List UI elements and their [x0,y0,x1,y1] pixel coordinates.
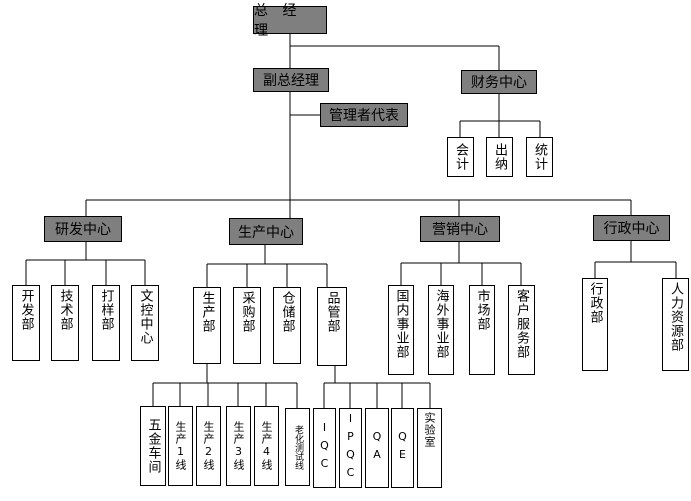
production-line: 生产4线 [254,406,279,486]
marketing-center-box: 营销中心 [420,216,500,242]
production-unit-label: 采购部 [239,291,255,333]
marketing-unit-label: 国内事业部 [393,289,409,359]
admin-unit-label: 人力资源部 [668,282,683,352]
production-center-label: 生产中心 [238,224,294,241]
rd-unit: 开发部 [12,285,40,361]
finance-unit: 出纳 [486,137,513,177]
rd-unit-label: 开发部 [18,289,34,331]
vice-gm-box: 副总经理 [253,68,329,92]
marketing-center-label: 营销中心 [432,222,488,238]
production-unit-label: 仓储部 [279,291,295,333]
marketing-unit-label: 客户服务部 [514,289,529,359]
rd-unit: 打样部 [92,285,120,361]
quality-unit-label: IQC [318,421,331,475]
quality-unit-label: QE [396,430,409,466]
admin-unit-label: 行政部 [587,282,603,324]
production-line-label: 生产1线 [174,421,187,471]
gm-label: 总 经 理 [254,3,302,39]
finance-unit-label: 会计 [453,143,468,171]
rd-unit-label: 技术部 [57,289,73,331]
rd-center-label: 研发中心 [55,222,111,238]
finance-unit-label: 统计 [532,143,547,171]
marketing-unit: 国内事业部 [388,285,414,375]
gm-box: 总 经 理 [253,3,327,39]
quality-unit: IQC [313,408,336,488]
production-center-box: 生产中心 [229,218,303,245]
production-unit: 生产部 [193,287,221,364]
production-line-label: 生产2线 [202,421,215,471]
marketing-unit: 海外事业部 [428,285,454,375]
admin-unit: 人力资源部 [662,278,689,371]
rd-unit: 技术部 [51,285,79,361]
production-line-label: 五金车间 [145,418,161,474]
production-unit-label: 生产部 [199,291,215,333]
finance-label: 财务中心 [471,75,527,91]
production-line: 生产2线 [196,406,221,486]
production-line-label: 老化测试线 [293,424,303,470]
marketing-unit-label: 海外事业部 [433,289,449,359]
marketing-unit: 客户服务部 [508,285,535,375]
production-line-label: 生产4线 [260,421,273,471]
admin-center-box: 行政中心 [593,215,670,241]
production-unit: 品管部 [317,287,347,366]
rd-center-box: 研发中心 [44,216,122,242]
admin-center-label: 行政中心 [603,221,660,237]
rd-unit: 文控中心 [131,285,159,361]
production-line: 生产3线 [226,406,251,486]
production-line: 老化测试线 [285,408,310,486]
quality-unit-label: 实验室 [423,412,436,448]
mgmt-rep-label: 管理者代表 [329,108,399,124]
rd-unit-label: 文控中心 [137,289,153,345]
quality-unit: QE [391,408,414,488]
marketing-unit-label: 市场部 [474,289,490,331]
quality-unit: QA [365,408,389,488]
quality-unit: 实验室 [417,408,442,488]
rd-unit-label: 打样部 [98,289,114,331]
production-unit: 仓储部 [273,287,301,364]
finance-unit-label: 出纳 [492,143,507,171]
production-unit-label: 品管部 [324,291,340,333]
quality-unit-label: IPQC [344,412,357,484]
marketing-unit: 市场部 [469,285,495,375]
admin-unit: 行政部 [582,278,608,371]
quality-unit-label: QA [370,430,384,466]
finance-unit: 会计 [447,137,474,177]
production-line-label: 生产3线 [232,421,245,471]
quality-unit: IPQC [339,408,362,488]
finance-box: 财务中心 [461,70,537,94]
mgmt-rep-box: 管理者代表 [320,103,408,127]
production-line: 生产1线 [168,406,193,486]
production-unit: 采购部 [233,287,261,364]
finance-unit: 统计 [526,137,553,177]
vice-gm-label: 副总经理 [263,73,319,89]
production-line: 五金车间 [140,406,166,486]
